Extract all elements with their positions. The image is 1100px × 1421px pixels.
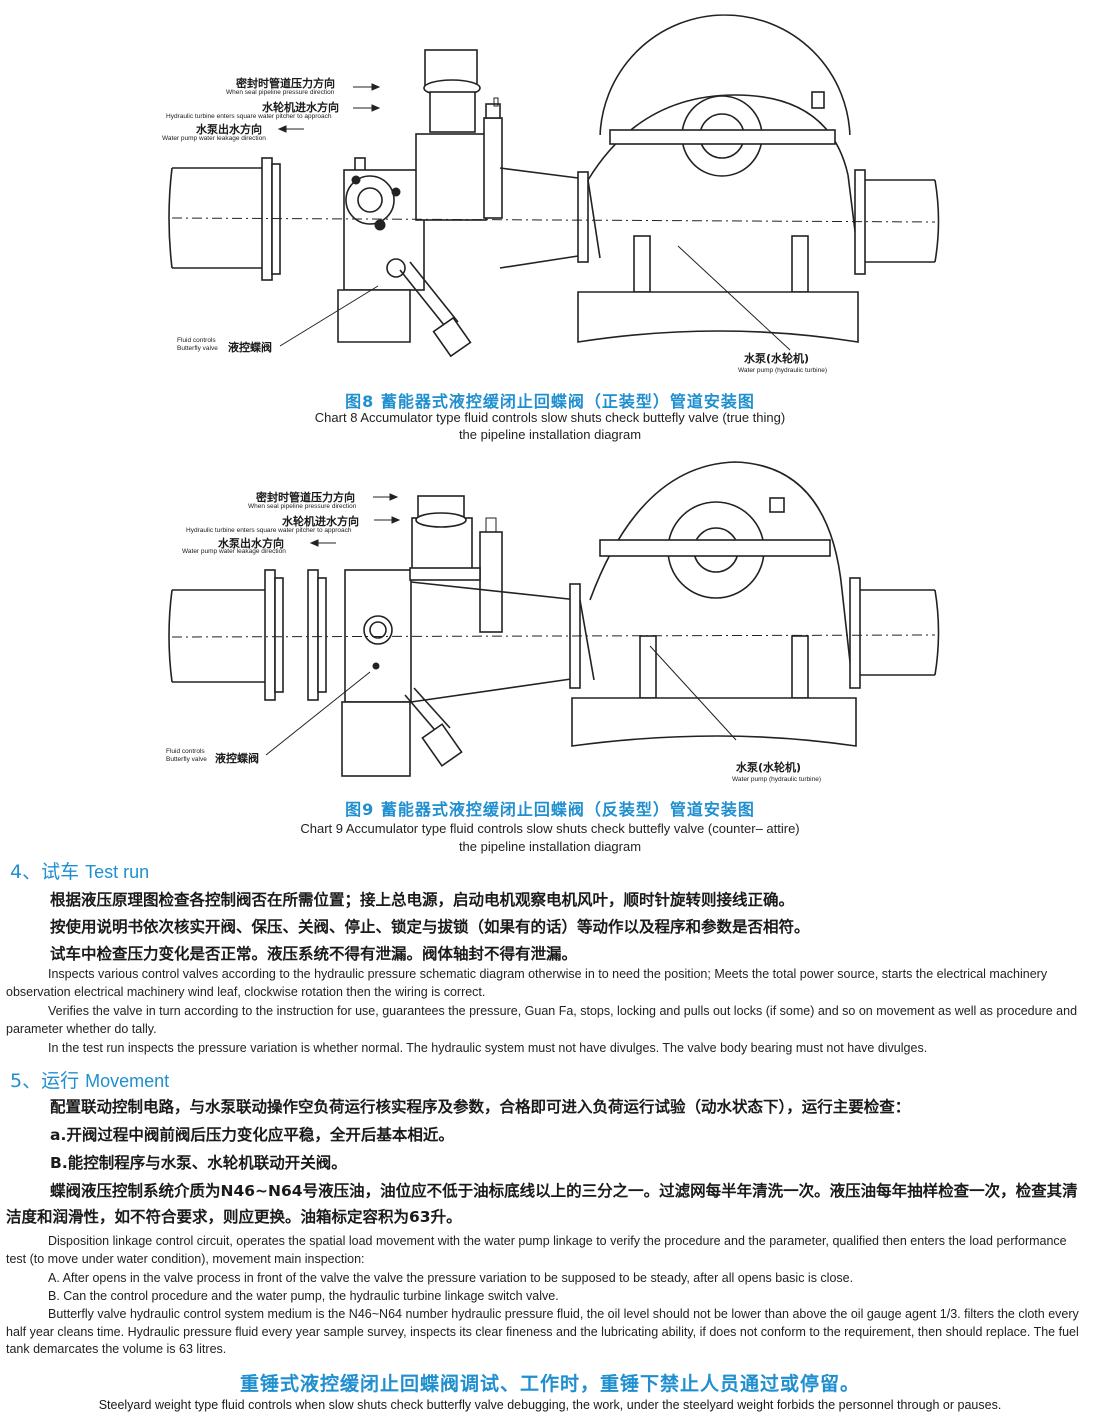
section-4-title-en: Test run — [85, 862, 150, 882]
fig9-pump-direction-en: Water pump water leakage direction — [182, 548, 286, 555]
fig9-caption-en-1: Chart 9 Accumulator type fluid controls … — [300, 821, 800, 836]
fig8-caption-cn: 图8 蓄能器式液控缓闭止回蝶阀（正装型）管道安装图 — [345, 392, 755, 411]
footer-warning-cn: 重锤式液控缓闭止回蝶阀调试、工作时，重锤下禁止人员通过或停留。 — [239, 1373, 860, 1395]
fig8-valve-label-en-2: Butterfly valve — [177, 345, 218, 352]
fig8-pump-label-cn: 水泵(水轮机) — [744, 352, 810, 365]
fig9-pump-label-en: Water pump (hydraulic turbine) — [732, 776, 821, 783]
fig9-turbine-direction-cn: 水轮机进水方向 — [282, 515, 359, 528]
fig8-valve-label-cn: 液控蝶阀 — [228, 341, 272, 354]
section-5-number: 5、运行 — [10, 1070, 80, 1092]
fig9-valve-label-en-2: Butterfly valve — [166, 756, 207, 763]
fig9-seal-direction-cn: 密封时管道压力方向 — [256, 491, 355, 504]
section-5-cn-line-2: a.开阀过程中阀前阀后压力变化应平稳，全开后基本相近。 — [50, 1126, 454, 1144]
fig8-turbine-direction-cn: 水轮机进水方向 — [262, 101, 339, 114]
fig9-caption-en-2: the pipeline installation diagram — [458, 839, 642, 854]
footer-warning-en: Steelyard weight type fluid controls whe… — [98, 1398, 1002, 1412]
fig8-pump-direction-cn: 水泵出水方向 — [196, 123, 262, 136]
fig8-seal-direction-cn: 密封时管道压力方向 — [236, 77, 335, 90]
fig8-pump-label-en: Water pump (hydraulic turbine) — [738, 367, 827, 374]
section-4-cn-line-3: 试车中检查压力变化是否正常。液压系统不得有泄漏。阀体轴封不得有泄漏。 — [50, 945, 578, 963]
section-5-cn-para-4: 蝶阀液压控制系统介质为N46~N64号液压油，油位应不低于油标底线以上的三分之一… — [6, 1182, 1078, 1226]
section-5-cn-line-3: B.能控制程序与水泵、水轮机联动开关阀。 — [50, 1154, 347, 1172]
section-5-cn-line-1: 配置联动控制电路，与水泵联动操作空负荷运行核实程序及参数，合格即可进入负荷运行试… — [50, 1098, 911, 1116]
fig8-seal-direction-en: When seal pipeline pressure direction — [226, 89, 335, 96]
section-5-en-para-1: Disposition linkage control circuit, ope… — [6, 1234, 1067, 1266]
fig9-pump-direction-cn: 水泵出水方向 — [218, 537, 284, 550]
section-4-cn-line-1: 根据液压原理图检查各控制阀否在所需位置；接上总电源，启动电机观察电机风叶，顺时针… — [50, 891, 795, 909]
fig8-caption-en-1: Chart 8 Accumulator type fluid controls … — [314, 410, 786, 425]
figure-8: 密封时管道压力方向 When seal pipeline pressure di… — [0, 0, 1100, 442]
fig8-pump-direction-en: Water pump water leakage direction — [162, 135, 266, 142]
section-5-title-en: Movement — [85, 1071, 170, 1091]
fig9-caption-cn: 图9 蓄能器式液控缓闭止回蝶阀（反装型）管道安装图 — [345, 800, 755, 819]
fig8-caption-en-2: the pipeline installation diagram — [458, 427, 642, 442]
section-5-en-para-4: Butterfly valve hydraulic control system… — [6, 1307, 1079, 1356]
figure-9: 密封时管道压力方向 When seal pipeline pressure di… — [0, 440, 1100, 860]
section-5-en-para-3: B. Can the control procedure and the wat… — [48, 1289, 559, 1303]
fig9-valve-label-en-1: Fluid controls — [166, 748, 205, 755]
fig8-valve-label-en-1: Fluid controls — [177, 337, 216, 344]
figure-9-drawing — [168, 461, 940, 777]
fig9-pump-label-cn: 水泵(水轮机) — [736, 761, 802, 774]
section-4-en-para-3: In the test run inspects the pressure va… — [48, 1041, 928, 1055]
section-5-en-para-2: A. After opens in the valve process in f… — [48, 1271, 854, 1285]
section-4-cn-line-2: 按使用说明书依次核实开阀、保压、关阀、停止、锁定与拔锁（如果有的话）等动作以及程… — [50, 918, 810, 936]
section-4-en-para-1: Inspects various control valves accordin… — [6, 967, 1048, 999]
section-4-en-para-2: Verifies the valve in turn according to … — [6, 1004, 1078, 1036]
fig9-seal-direction-en: When seal pipeline pressure direction — [248, 503, 357, 510]
figure-8-drawing — [168, 0, 940, 358]
section-4-number: 4、试车 — [10, 861, 80, 883]
fig9-valve-label-cn: 液控蝶阀 — [215, 752, 259, 765]
fig9-turbine-direction-en: Hydraulic turbine enters square water pi… — [186, 527, 352, 534]
fig8-turbine-direction-en: Hydraulic turbine enters square water pi… — [166, 113, 332, 120]
